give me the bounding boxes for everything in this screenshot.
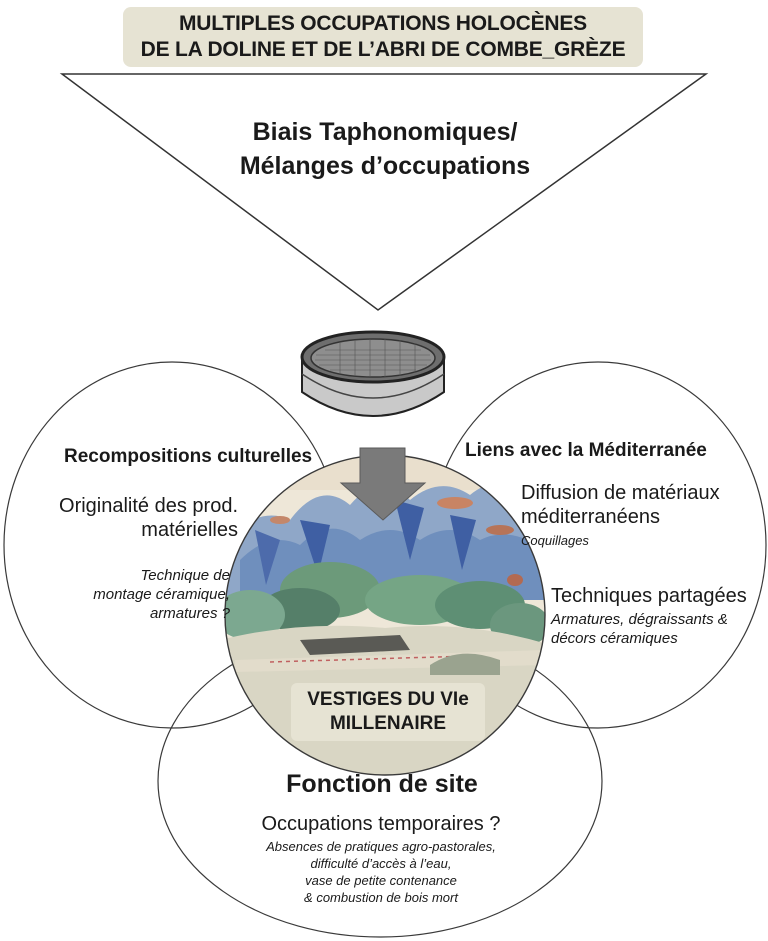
bottom-circle-heading: Fonction de site bbox=[0, 770, 768, 799]
title-line-1: MULTIPLES OCCUPATIONS HOLOCÈNES bbox=[179, 11, 587, 37]
bottom-italic-line-2: difficulté d’accès à l’eau, bbox=[0, 855, 762, 872]
right-circle-heading: Liens avec la Méditerranée bbox=[465, 440, 707, 462]
right-body2-italic-line-1: Armatures, dégraissants & bbox=[551, 610, 728, 629]
right-body1-italic: Coquillages bbox=[521, 532, 589, 549]
sieve-icon bbox=[302, 332, 444, 416]
bottom-italic-line-4: & combustion de bois mort bbox=[0, 889, 762, 906]
left-circle-heading: Recompositions culturelles bbox=[64, 446, 312, 468]
funnel-triangle bbox=[62, 74, 706, 310]
right-body1-line-2: méditerranéens bbox=[521, 505, 720, 529]
right-circle-body-2: Techniques partagées bbox=[551, 584, 747, 608]
funnel-label: Biais Taphonomiques/ Mélanges d’occupati… bbox=[180, 115, 590, 183]
bottom-italic-line-1: Absences de pratiques agro-pastorales, bbox=[0, 838, 762, 855]
funnel-line-2: Mélanges d’occupations bbox=[180, 149, 590, 183]
left-body-line-1: Originalité des prod. bbox=[28, 494, 238, 518]
right-body2-italic-line-2: décors céramiques bbox=[551, 629, 728, 648]
right-circle-body-2-italic: Armatures, dégraissants & décors céramiq… bbox=[551, 610, 728, 648]
bottom-circle-italic: Absences de pratiques agro-pastorales, d… bbox=[0, 838, 762, 906]
title-line-2: DE LA DOLINE ET DE L’ABRI DE COMBE_GRÈZE bbox=[141, 37, 626, 63]
center-line-2: MILLENAIRE bbox=[330, 712, 446, 736]
bottom-circle-body: Occupations temporaires ? bbox=[0, 812, 762, 836]
left-body-line-2: matérielles bbox=[28, 518, 238, 542]
bottom-italic-line-3: vase de petite contenance bbox=[0, 872, 762, 889]
center-line-1: VESTIGES DU VIe bbox=[307, 688, 469, 712]
bottom-heading-text: Fonction de site bbox=[286, 770, 478, 798]
left-italic-line-2: montage céramique, bbox=[40, 585, 230, 604]
center-label-box: VESTIGES DU VIe MILLENAIRE bbox=[291, 683, 485, 741]
title-box: MULTIPLES OCCUPATIONS HOLOCÈNES DE LA DO… bbox=[123, 7, 643, 67]
left-circle-body: Originalité des prod. matérielles bbox=[28, 494, 238, 542]
left-italic-line-1: Technique de bbox=[40, 566, 230, 585]
left-circle-italic: Technique de montage céramique, armature… bbox=[40, 566, 230, 623]
funnel-line-1: Biais Taphonomiques/ bbox=[180, 115, 590, 149]
right-circle-body-1: Diffusion de matériaux méditerranéens bbox=[521, 481, 720, 529]
right-body1-line-1: Diffusion de matériaux bbox=[521, 481, 720, 505]
left-italic-line-3: armatures ? bbox=[40, 604, 230, 623]
